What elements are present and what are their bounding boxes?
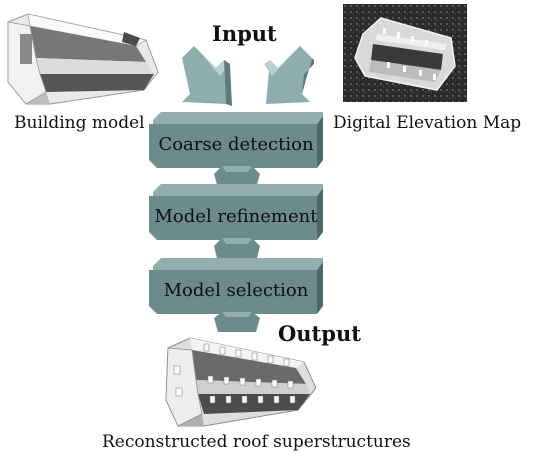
stage-label: Coarse detection (158, 134, 314, 155)
reconstructed-roof-image (165, 337, 317, 427)
stage-coarse-detection: Coarse detection (149, 112, 323, 168)
stage-block-shape (149, 184, 323, 240)
stage-block-shape (149, 112, 323, 168)
stage-model-refinement: Model refinement (149, 184, 323, 240)
flow-arrow-icon (214, 238, 260, 262)
input-arrow-left-icon (182, 46, 232, 106)
stage-label: Model selection (163, 280, 309, 301)
flow-arrow-icon (214, 166, 260, 188)
stage-label: Model refinement (154, 206, 318, 227)
building-model-caption: Building model (14, 113, 145, 133)
result-caption: Reconstructed roof superstructures (102, 432, 411, 452)
digital-elevation-map-image (343, 4, 467, 102)
flow-arrow-icon (214, 312, 260, 332)
input-heading: Input (212, 21, 277, 46)
dem-caption: Digital Elevation Map (333, 113, 522, 133)
input-arrow-right-icon (264, 46, 314, 104)
stage-block-shape (149, 258, 323, 314)
stage-model-selection: Model selection (149, 258, 323, 314)
building-model-image (7, 13, 159, 105)
output-heading: Output (278, 321, 361, 346)
